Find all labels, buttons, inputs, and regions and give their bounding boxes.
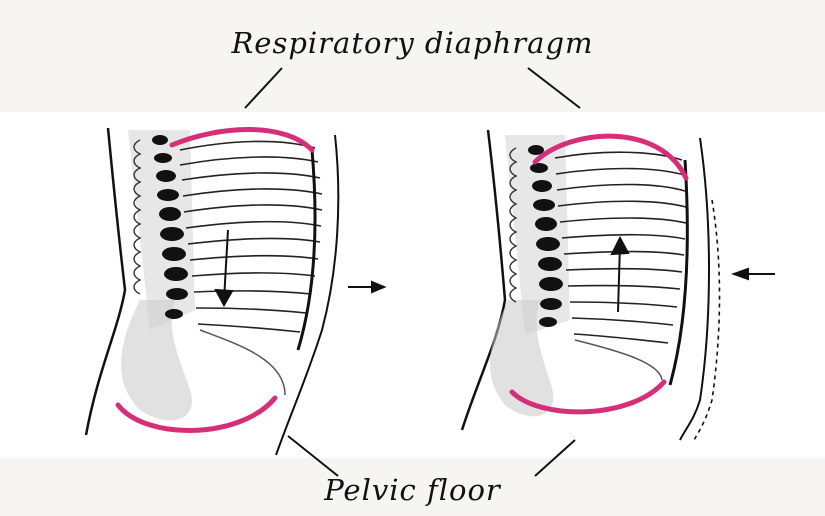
leader-line-bottom-right xyxy=(535,440,575,476)
left-lower-abdomen-contour xyxy=(200,330,285,395)
leader-line-top-right xyxy=(528,68,580,108)
right-abdomen-inward-arrow xyxy=(734,269,775,279)
right-abdominal-wall xyxy=(670,160,687,385)
left-ribs xyxy=(180,141,322,332)
left-back-outline xyxy=(86,128,125,435)
right-torso-panel xyxy=(462,130,775,440)
left-abdomen-outward-arrow xyxy=(348,282,384,292)
right-lower-abdomen-contour xyxy=(575,340,662,380)
leader-line-top-left xyxy=(245,68,282,108)
left-abdominal-wall xyxy=(298,150,315,350)
left-torso-panel xyxy=(86,128,384,455)
leader-line-bottom-left xyxy=(288,436,338,476)
right-diaphragm-up-arrow xyxy=(612,238,628,312)
left-front-outline xyxy=(276,135,338,455)
